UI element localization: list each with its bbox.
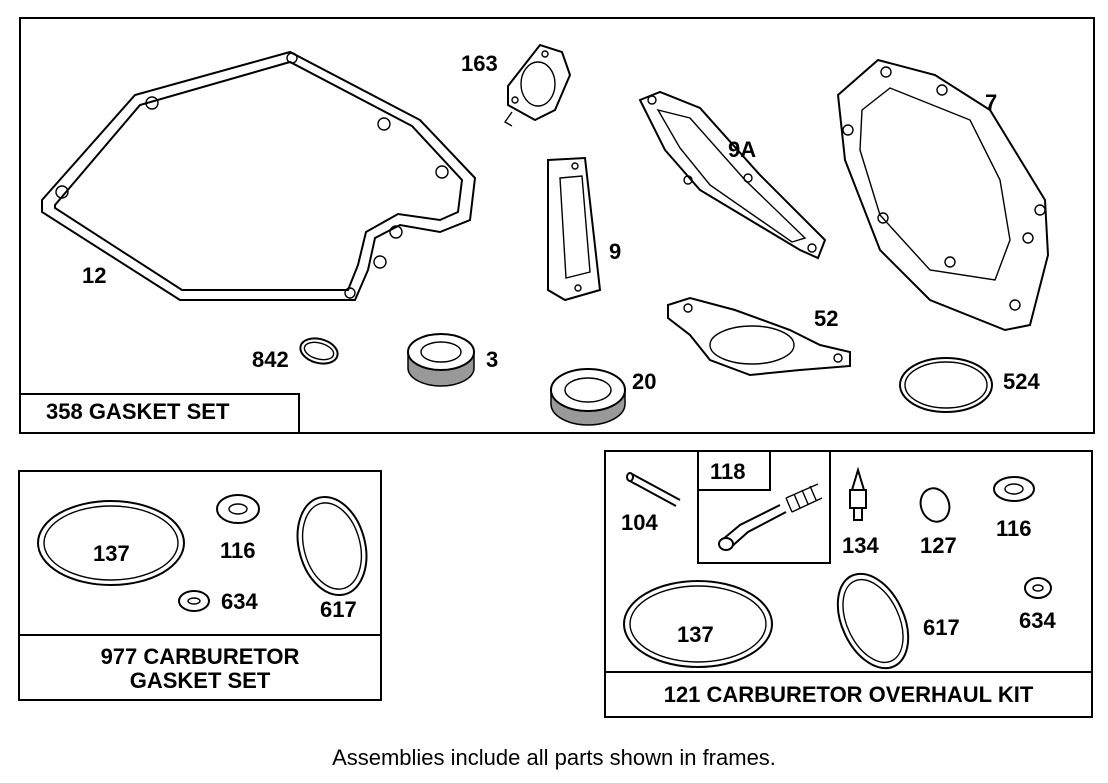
label-7: 7: [985, 90, 998, 115]
carb-gasket-set-title-line2: GASKET SET: [129, 668, 271, 693]
label-9: 9: [609, 239, 622, 264]
part-12-crankcase-gasket: [41, 50, 477, 301]
assembly-note: Assemblies include all parts shown in fr…: [332, 745, 776, 770]
part-634-washer-right: [1024, 577, 1052, 599]
part-134-needle-valve: [849, 466, 867, 521]
part-118-needle-and-spring: [718, 483, 823, 551]
label-617-right: 617: [923, 615, 960, 640]
subframe-118-label-box: [697, 450, 771, 491]
label-116-left: 116: [220, 538, 256, 563]
gasket-set-title: 358 GASKET SET: [46, 399, 230, 424]
part-9-gasket: [547, 156, 602, 302]
part-137-gasket-left: [37, 500, 185, 586]
label-9a: 9A: [728, 137, 757, 162]
label-20: 20: [632, 369, 657, 394]
label-3: 3: [486, 347, 499, 372]
gasket-set-title-box: [19, 393, 300, 434]
overhaul-kit-title-box: [604, 671, 1093, 718]
part-3-oil-seal: [407, 333, 475, 387]
overhaul-kit-title: 121 CARBURETOR OVERHAUL KIT: [663, 682, 1034, 707]
part-52-gasket: [667, 296, 851, 377]
label-634-left: 634: [221, 589, 258, 614]
label-134: 134: [842, 533, 879, 558]
label-104: 104: [621, 510, 658, 535]
part-524-o-ring: [899, 357, 993, 413]
part-116-washer-left: [216, 494, 260, 524]
label-137-left: 137: [93, 541, 130, 566]
part-127-plug: [919, 487, 951, 523]
label-127: 127: [920, 533, 957, 558]
label-617-left: 617: [320, 597, 357, 622]
part-842-o-ring: [299, 337, 339, 365]
part-7-head-gasket: [836, 58, 1050, 332]
part-104-pin: [626, 472, 681, 507]
label-118: 118: [710, 459, 746, 484]
part-9a-gasket: [638, 90, 827, 260]
label-12: 12: [82, 263, 107, 288]
part-617-gasket-left: [296, 495, 368, 597]
part-137-gasket-right: [623, 580, 773, 668]
part-617-gasket-right: [836, 572, 910, 670]
part-20-oil-seal: [550, 368, 626, 426]
label-634-right: 634: [1019, 608, 1056, 633]
label-163: 163: [461, 51, 498, 76]
label-116-right: 116: [996, 516, 1032, 541]
gasket-set-frame: [19, 17, 1095, 434]
part-634-washer-left: [178, 590, 210, 612]
part-163-gasket: [503, 43, 572, 127]
label-524: 524: [1003, 369, 1040, 394]
label-52: 52: [814, 306, 839, 331]
label-842: 842: [252, 347, 289, 372]
carb-gasket-set-title-line1: 977 CARBURETOR: [100, 644, 300, 669]
carb-gasket-set-title: 977 CARBURETOR GASKET SET: [18, 645, 382, 693]
label-137-right: 137: [677, 622, 714, 647]
part-116-washer-right: [993, 476, 1035, 502]
carb-gasket-set-title-box: [18, 634, 382, 701]
